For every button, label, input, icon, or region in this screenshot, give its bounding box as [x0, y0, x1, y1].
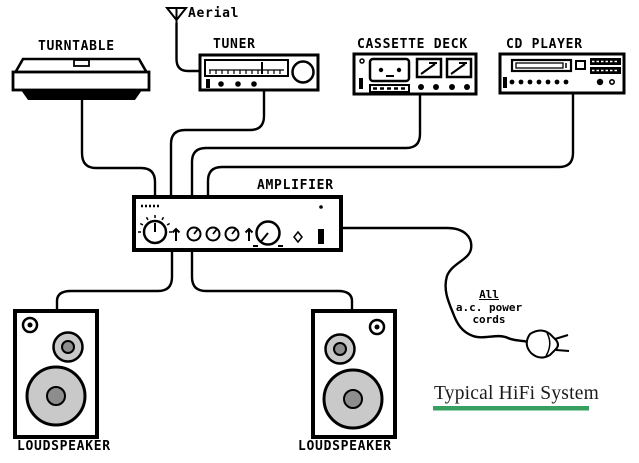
amplifier-small-knob-2: [205, 226, 221, 242]
power-note-line2: a.c. power: [455, 300, 523, 314]
tuner-knob: [291, 60, 315, 84]
mains-plug-icon: [525, 329, 570, 359]
amplifier-graphic: [132, 195, 343, 252]
amplifier-small-knob-3: [224, 226, 240, 242]
wire-amplifier-to-left-speaker: [55, 248, 174, 313]
amplifier-label: AMPLIFIER: [257, 178, 334, 193]
power-cords-note: All a.c. power cords: [448, 288, 530, 327]
wire-tuner-to-amplifier: [169, 88, 266, 199]
amplifier-headphone-jack: [293, 230, 303, 244]
loudspeaker-left-graphic: [13, 309, 99, 439]
amplifier-power-switch: [318, 229, 324, 244]
tuner-dial: [204, 59, 289, 77]
amplifier-small-knob-1: [186, 226, 202, 242]
cd-player-label: CD PLAYER: [506, 37, 583, 52]
diagram-caption: Typical HiFi System: [434, 383, 599, 404]
cassette-deck-label: CASSETTE DECK: [357, 37, 468, 52]
amplifier-selector-knob: [253, 220, 283, 247]
aerial-icon: [164, 7, 201, 73]
cassette-deck-graphic: [352, 52, 478, 96]
turntable-base: [21, 90, 142, 100]
amplifier-volume-knob: [138, 215, 172, 245]
turntable-graphic: [11, 57, 151, 100]
loudspeaker-right-graphic: [311, 309, 397, 439]
loudspeaker-right-label: LOUDSPEAKER: [298, 439, 392, 454]
wire-turntable-to-amplifier: [80, 97, 157, 199]
cd-eject-button: [575, 60, 586, 70]
aerial-label: Aerial: [188, 6, 240, 21]
wires: [55, 88, 575, 344]
wire-power-cord: [339, 226, 530, 344]
power-note-line3: cords: [472, 313, 506, 326]
tuner-graphic: [198, 53, 320, 92]
tuner-label: TUNER: [213, 37, 256, 52]
wire-amplifier-to-right-speaker: [190, 248, 354, 313]
wire-cd-to-amplifier: [206, 91, 575, 199]
power-note-line1: All: [479, 288, 499, 301]
amplifier-arrow-icon-1: [171, 227, 181, 241]
turntable-label: TURNTABLE: [38, 39, 115, 54]
wire-cassette-to-amplifier: [190, 91, 422, 199]
caption-underline: [433, 406, 589, 411]
cd-player-graphic: [498, 52, 626, 95]
turntable-lid-handle: [73, 59, 90, 67]
loudspeaker-left-label: LOUDSPEAKER: [17, 439, 111, 454]
cassette-window: [368, 57, 411, 83]
amplifier-arrow-icon-2: [244, 227, 254, 241]
